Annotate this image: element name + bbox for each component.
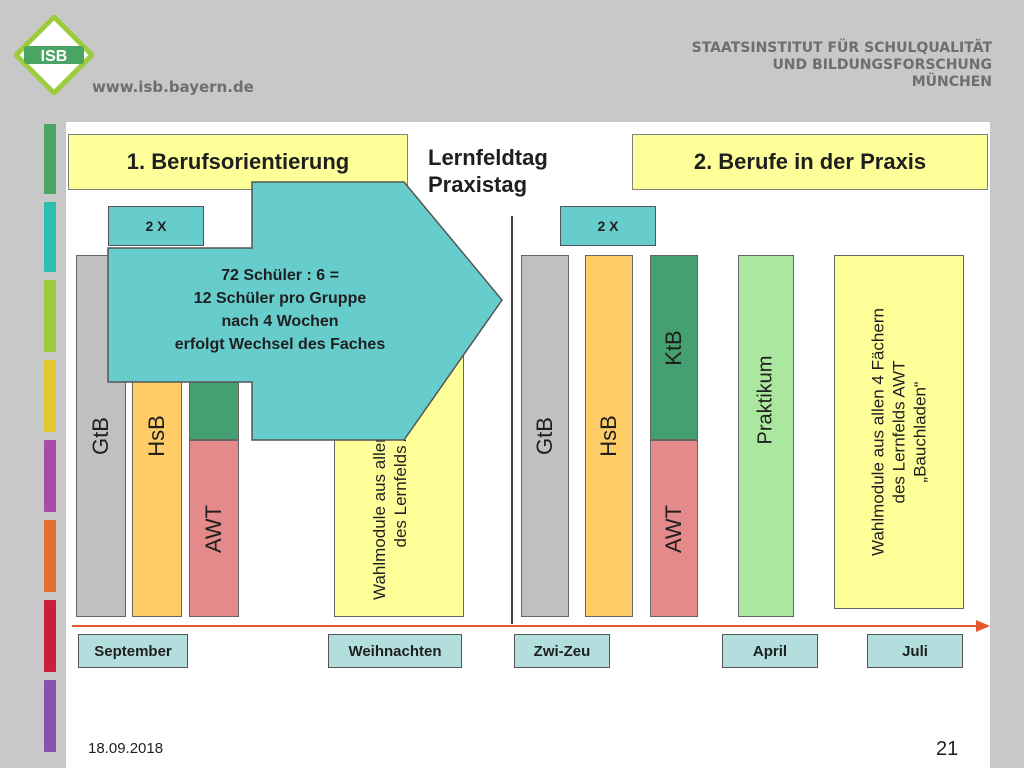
side-strip-4: [44, 360, 56, 432]
month-juli: Juli: [867, 634, 963, 668]
month-juli-label: Juli: [902, 642, 928, 660]
website-url[interactable]: www.isb.bayern.de: [92, 78, 254, 96]
month-september-label: September: [94, 642, 172, 660]
month-september: September: [78, 634, 188, 668]
wahl-right-line-2: des Lernfelds AWT: [889, 360, 909, 504]
arrow-text-line-1: 72 Schüler : 6 =: [221, 267, 339, 284]
bar-awt-left-label: AWT: [201, 504, 226, 553]
twice-box-right: 2 X: [560, 206, 656, 246]
wahl-right-line-1: Wahlmodule aus allen 4 Fächern: [868, 308, 888, 556]
arrow-text-line-2: 12 Schüler pro Gruppe: [193, 290, 367, 307]
month-zwi-zeu: Zwi-Zeu: [514, 634, 610, 668]
arrow-text-line-4: erfolgt Wechsel des Faches: [174, 336, 386, 353]
side-strip-6: [44, 520, 56, 592]
twice-box-left: 2 X: [108, 206, 204, 246]
wahl-right-line-3: „Bauchladen“: [910, 381, 930, 483]
bar-awt-right: AWT: [650, 440, 698, 617]
isb-logo: ISB: [14, 15, 94, 95]
month-weihnachten: Weihnachten: [328, 634, 462, 668]
rotation-arrow: [107, 181, 503, 441]
bar-wahl-right-label: Wahlmodule aus allen 4 Fächern des Lernf…: [868, 308, 931, 556]
middle-title-line-2: Praxistag: [428, 172, 528, 197]
middle-title-line-1: Lernfeldtag: [428, 145, 548, 170]
side-strip-2: [44, 202, 56, 272]
page-number: 21: [936, 738, 959, 760]
phase2-title: 2. Berufe in der Praxis: [693, 149, 927, 174]
side-strip-8: [44, 680, 56, 752]
arrow-text: 72 Schüler : 6 = 12 Schüler pro Gruppe n…: [110, 264, 450, 356]
timeline-arrow: [72, 620, 990, 632]
phase1-title: 1. Berufsorientierung: [126, 149, 350, 174]
footer-date: 18.09.2018: [88, 740, 164, 757]
bar-ktb-right-label: KtB: [661, 329, 686, 366]
institute-line-2: UND BILDUNGSFORSCHUNG: [772, 57, 992, 73]
bar-hsb-right: HsB: [585, 255, 633, 617]
side-strip-1: [44, 124, 56, 194]
phase1-title-box: 1. Berufsorientierung: [68, 134, 408, 190]
month-april: April: [722, 634, 818, 668]
month-zwi-zeu-label: Zwi-Zeu: [533, 642, 591, 660]
side-strip-5: [44, 440, 56, 512]
bar-awt-left: AWT: [189, 440, 239, 617]
side-strip-3: [44, 280, 56, 352]
phase2-title-box: 2. Berufe in der Praxis: [632, 134, 988, 190]
month-weihnachten-label: Weihnachten: [348, 642, 442, 660]
institute-line-1: STAATSINSTITUT FÜR SCHULQUALITÄT: [691, 40, 992, 56]
bar-wahl-right: Wahlmodule aus allen 4 Fächern des Lernf…: [834, 255, 964, 609]
arrow-text-line-3: nach 4 Wochen: [221, 313, 339, 330]
bar-ktb-right: KtB: [650, 255, 698, 440]
side-strip-7: [44, 600, 56, 672]
bar-praktikum-label: Praktikum: [754, 355, 777, 445]
institute-line-3: MÜNCHEN: [911, 74, 992, 90]
bar-gtb-right: GtB: [521, 255, 569, 617]
bar-gtb-right-label: GtB: [532, 417, 557, 455]
bar-praktikum: Praktikum: [738, 255, 794, 617]
institute-name: STAATSINSTITUT FÜR SCHULQUALITÄT UND BIL…: [692, 40, 992, 91]
logo-text: ISB: [41, 48, 68, 65]
twice-left-label: 2 X: [145, 218, 167, 234]
middle-title: Lernfeldtag Praxistag: [428, 144, 548, 198]
bar-awt-right-label: AWT: [661, 504, 686, 553]
twice-right-label: 2 X: [597, 218, 619, 234]
bar-hsb-right-label: HsB: [596, 415, 621, 457]
phase-divider: [511, 216, 513, 624]
month-april-label: April: [752, 642, 788, 660]
